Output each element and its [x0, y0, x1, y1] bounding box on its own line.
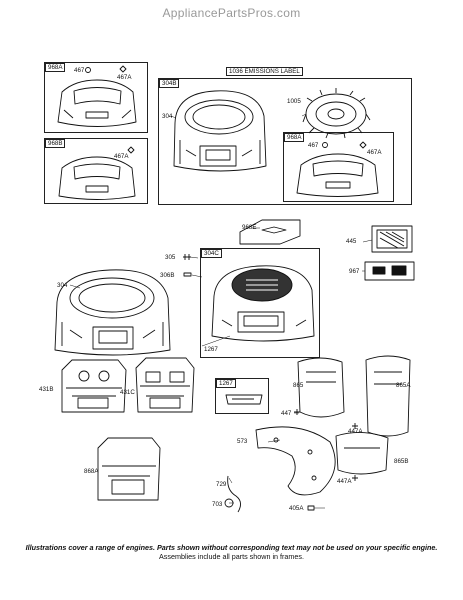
part-label: 729 [216, 481, 227, 488]
part-label: 445 [346, 238, 357, 245]
label-plate-967-drawing [364, 261, 415, 281]
part-label: 868A [84, 468, 99, 475]
part-label: 431C [120, 389, 135, 396]
part-label: 305 [165, 254, 176, 261]
part-405a-drawing [307, 505, 315, 511]
frame-tag-968a-inner: 968A [284, 133, 305, 142]
part-label: 447A [348, 428, 363, 435]
part-label: 1267 [204, 346, 218, 353]
wire-729-703-drawing [224, 475, 241, 513]
site-watermark: AppliancePartsPros.com [162, 6, 301, 20]
blower-housing-304c-drawing [211, 265, 315, 342]
part-label: 865 [293, 382, 304, 389]
shield-865b-drawing [335, 432, 389, 475]
caption-disclaimer: Illustrations cover a range of engines. … [25, 543, 438, 552]
part-label: 967 [349, 268, 360, 275]
part-label: 304 [57, 282, 68, 289]
frame-968a-top [44, 62, 148, 133]
part-label: 306B [160, 272, 175, 279]
part-label: 405A [289, 505, 304, 512]
part-label: 467 [74, 67, 85, 74]
frame-tag-968b: 968B [45, 139, 66, 148]
blower-housing-304b-drawing [173, 90, 267, 172]
shield-865a-drawing [365, 355, 411, 437]
frame-968a-inner [283, 132, 394, 202]
caption-assemblies: Assemblies include all parts shown in fr… [158, 552, 304, 561]
cylinder-cover-868a-drawing [97, 437, 161, 501]
shroud-cover-968b-drawing [58, 146, 136, 200]
shroud-cover-968a-inner-drawing [296, 141, 379, 197]
screws-305-306b-drawing [183, 254, 192, 277]
frame-tag-968a-top: 968A [45, 63, 66, 72]
part-1267-drawing [225, 394, 263, 405]
part-label: 467A [367, 149, 382, 156]
part-label: 431B [39, 386, 54, 393]
frame-tag-304c: 304C [201, 249, 222, 258]
part-label: 467 [308, 142, 319, 149]
cover-968e-drawing [239, 219, 301, 245]
part-label: 304 [162, 113, 173, 120]
frame-968b [44, 138, 148, 204]
baffle-plate-573-drawing [255, 426, 336, 496]
air-filter-445-drawing [371, 225, 413, 253]
frame-1267 [215, 378, 269, 414]
cylinder-cover-431c-drawing [135, 357, 195, 413]
shield-865-drawing [297, 357, 345, 418]
fan-1005-drawing [302, 88, 371, 139]
part-label: 467A [117, 74, 132, 81]
screws-447-drawing [294, 409, 358, 481]
cylinder-cover-431b-drawing [61, 359, 127, 413]
blower-housing-304-drawing [54, 269, 171, 356]
part-label: 573 [237, 438, 248, 445]
part-label: 865B [394, 458, 409, 465]
part-label: 968E [242, 224, 257, 231]
frame-304b [158, 78, 412, 205]
leader-lines [69, 113, 373, 509]
part-label: 447A [337, 478, 352, 485]
part-label: 1005 [287, 98, 301, 105]
frame-tag-304b: 304B [159, 79, 180, 88]
part-label: 865A [396, 382, 411, 389]
emissions-label-tag: 1036 EMISSIONS LABEL [226, 67, 303, 76]
frame-tag-1267: 1267 [216, 379, 236, 388]
frame-304c [200, 248, 320, 358]
shroud-cover-968a-top-drawing [57, 65, 137, 127]
part-label: 703 [212, 501, 223, 508]
part-label: 467A [114, 153, 129, 160]
part-label: 447 [281, 410, 292, 417]
